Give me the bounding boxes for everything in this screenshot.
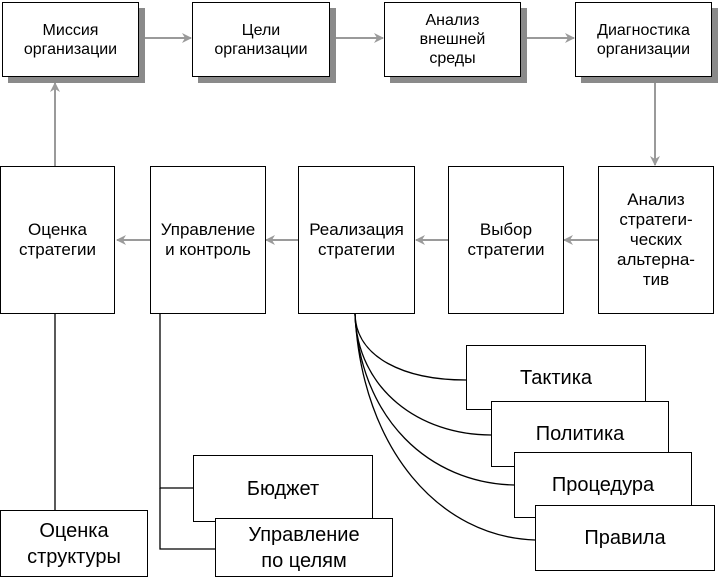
box-diagnostics: Диагностика организации bbox=[575, 2, 712, 77]
line-control-to-budget bbox=[159, 314, 193, 489]
box-evaluation: Оценка стратегии bbox=[0, 166, 115, 314]
box-budget: Бюджет bbox=[193, 455, 373, 522]
box-rules: Правила bbox=[535, 505, 715, 571]
box-implementation: Реализация стратегии bbox=[298, 166, 415, 314]
curve-to-tactics bbox=[354, 313, 467, 381]
curve-to-procedure bbox=[354, 313, 515, 486]
box-choice: Выбор стратегии bbox=[448, 166, 564, 314]
box-env-analysis: Анализ внешней среды bbox=[384, 2, 521, 77]
line-control-to-mbo bbox=[159, 488, 215, 550]
box-goals: Цели организации bbox=[192, 2, 330, 77]
box-tactics: Тактика bbox=[466, 345, 646, 410]
curve-to-policy bbox=[354, 313, 492, 436]
box-alternatives: Анализ стратеги- ческих альтерна- тив bbox=[598, 166, 714, 314]
box-structure-eval: Оценка структуры bbox=[0, 510, 148, 577]
box-control: Управление и контроль bbox=[150, 166, 266, 314]
box-mbo: Управление по целям bbox=[215, 518, 393, 577]
box-mission: Миссия организации bbox=[2, 2, 139, 77]
curve-to-rules bbox=[354, 313, 536, 541]
